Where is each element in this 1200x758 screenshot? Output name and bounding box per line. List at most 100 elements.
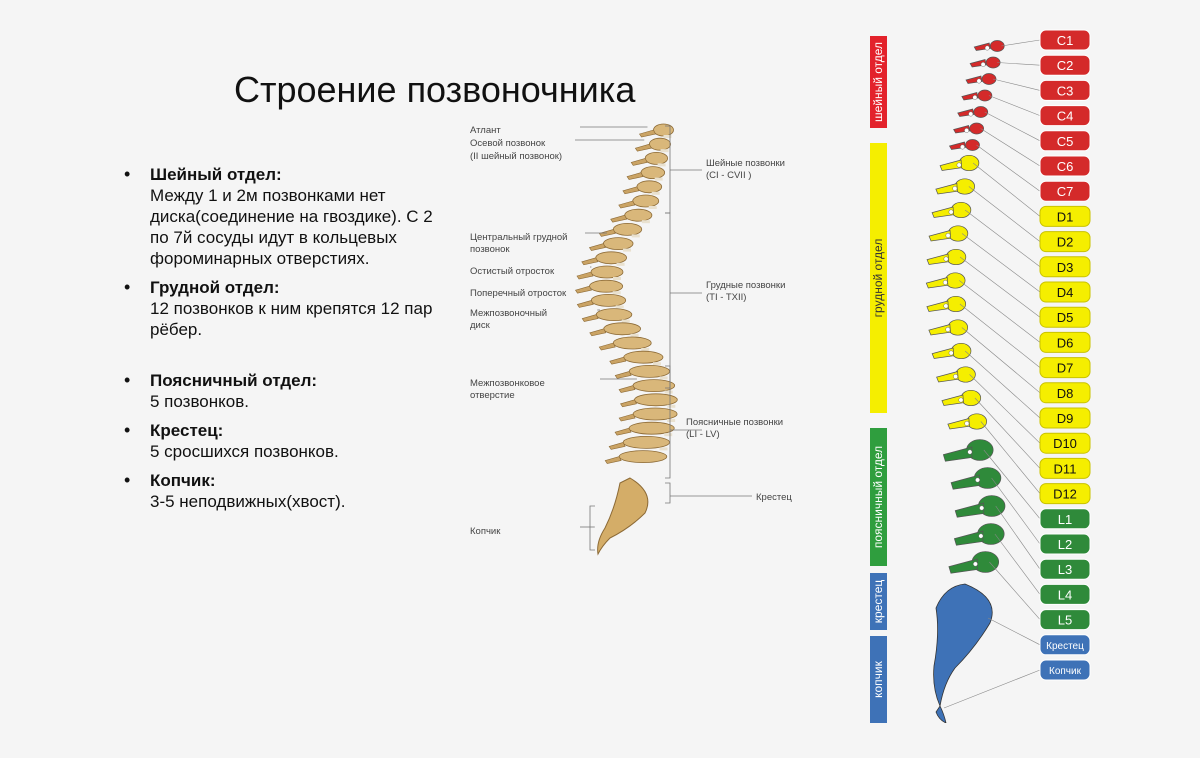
bone-vertebra bbox=[653, 123, 674, 137]
vertebra-label-C7: C7 bbox=[1039, 180, 1091, 202]
foramen bbox=[945, 233, 951, 238]
bone-process bbox=[626, 172, 644, 180]
vertebra-label-D12: D12 bbox=[1039, 483, 1091, 505]
spinous-process bbox=[942, 446, 973, 462]
vertebra-label-D1: D1 bbox=[1039, 205, 1091, 227]
vertebra-label-box bbox=[1039, 432, 1091, 454]
bone-process bbox=[581, 257, 599, 266]
leader-line bbox=[959, 256, 1041, 318]
vertebral-body bbox=[958, 154, 980, 172]
foramen bbox=[943, 303, 949, 309]
section-bar-fill bbox=[870, 143, 887, 413]
vertebra-label-D8: D8 bbox=[1039, 382, 1091, 404]
vertebra-label-text: Крестец bbox=[1046, 641, 1084, 652]
leader-line bbox=[974, 397, 1041, 469]
bullet-thoracic: Грудной отдел: 12 позвонков к ним крепят… bbox=[124, 277, 454, 340]
leader-line bbox=[983, 449, 1041, 519]
disc bbox=[623, 248, 632, 252]
bone-D2 bbox=[935, 178, 976, 195]
foramen bbox=[958, 397, 964, 403]
vertebra-label-box bbox=[1039, 180, 1091, 202]
vertebra-label-box bbox=[1039, 634, 1091, 656]
bone-process bbox=[576, 300, 594, 308]
spinous-process bbox=[935, 183, 958, 195]
disc bbox=[621, 319, 630, 323]
foramen bbox=[964, 128, 970, 133]
vertebra-label-L1: L1 bbox=[1039, 508, 1091, 530]
bone-process bbox=[622, 186, 640, 195]
vertebra-label-D11: D11 bbox=[1039, 457, 1091, 479]
vertebra-label-Крестец: Крестец bbox=[1039, 634, 1091, 656]
spinous-process bbox=[947, 418, 970, 430]
foramen bbox=[968, 111, 974, 117]
vertebra-label-D4: D4 bbox=[1039, 281, 1091, 303]
label-thoracic-range: (TI - TXII) bbox=[706, 292, 746, 303]
spinous-process bbox=[931, 206, 955, 218]
vertebra-label-text: D5 bbox=[1057, 310, 1074, 325]
vertebra-label-C1: C1 bbox=[1039, 29, 1091, 51]
vertebra-label-C4: C4 bbox=[1039, 105, 1091, 127]
vertebra-label-text: L5 bbox=[1058, 613, 1072, 628]
vertebral-body bbox=[951, 342, 972, 360]
section-bar-fill bbox=[870, 573, 887, 630]
leader-line bbox=[994, 533, 1041, 595]
bone-process bbox=[575, 285, 592, 294]
disc bbox=[654, 177, 663, 181]
bone-L1 bbox=[942, 439, 994, 462]
label-axis-note: (II шейный позвонок) bbox=[470, 151, 562, 162]
bone-vertebra bbox=[632, 379, 676, 393]
vertebra-label-text: D6 bbox=[1057, 335, 1074, 350]
bone-process bbox=[576, 271, 594, 280]
vertebral-body bbox=[947, 319, 969, 336]
foramen bbox=[953, 374, 958, 379]
vertebral-body bbox=[965, 139, 980, 151]
bone-C6 bbox=[953, 122, 984, 135]
vertebral-body bbox=[981, 73, 997, 85]
bone-process bbox=[610, 214, 628, 223]
bullet-lumbar: Поясничный отдел: 5 позвонков. bbox=[124, 370, 454, 412]
bone-process bbox=[581, 314, 599, 322]
leader-line bbox=[987, 617, 1041, 646]
vertebra-label-box bbox=[1039, 609, 1091, 631]
bone-vertebra bbox=[622, 435, 670, 449]
spinous-process bbox=[941, 394, 964, 406]
bone-process bbox=[598, 342, 616, 351]
label-disc: Межпозвоночный bbox=[470, 308, 547, 319]
foramen bbox=[960, 144, 965, 150]
vertebra-label-box bbox=[1039, 382, 1091, 404]
vertebra-label-text: D2 bbox=[1057, 235, 1074, 250]
leader-line bbox=[997, 62, 1041, 66]
section-bar-label: крестец bbox=[871, 580, 885, 624]
leader-line bbox=[1001, 39, 1041, 47]
bone-vertebra bbox=[640, 166, 666, 179]
spine-side-diagram: Атлант Осевой позвонок (II шейный позвон… bbox=[470, 123, 792, 556]
vertebra-label-C2: C2 bbox=[1039, 54, 1091, 76]
bullet-heading: Копчик: bbox=[150, 471, 216, 490]
section-bar-fill bbox=[870, 36, 887, 128]
bone-process bbox=[608, 442, 626, 450]
vertebral-body bbox=[973, 106, 989, 118]
vertebra-label-box bbox=[1039, 407, 1091, 429]
disc bbox=[664, 433, 673, 437]
vertebra-label-box bbox=[1039, 659, 1091, 681]
foramen bbox=[984, 45, 990, 51]
bone-L3 bbox=[954, 495, 1006, 518]
section-bar-label: копчик bbox=[871, 660, 885, 698]
foramen bbox=[976, 78, 982, 84]
section-bar-2: поясничный отдел bbox=[870, 428, 887, 566]
vertebra-label-text: C1 bbox=[1057, 33, 1074, 48]
bone-D9 bbox=[931, 342, 972, 360]
vertebra-label-box bbox=[1039, 357, 1091, 379]
vertebra-label-text: D9 bbox=[1057, 411, 1074, 426]
vertebra-label-text: D3 bbox=[1057, 260, 1074, 275]
bone-process bbox=[630, 158, 648, 166]
disc bbox=[667, 419, 676, 422]
bone-sacrum bbox=[597, 477, 649, 556]
leader-line bbox=[980, 128, 1041, 167]
vertebra-label-C5: C5 bbox=[1039, 130, 1091, 152]
label-lumbar-vertebrae: Поясничные позвонки bbox=[686, 417, 783, 428]
label-disc-2: диск bbox=[470, 320, 491, 331]
foramen bbox=[978, 533, 984, 539]
bullet-text: Между 1 и 2м позвонками нет диска(соедин… bbox=[150, 186, 433, 268]
